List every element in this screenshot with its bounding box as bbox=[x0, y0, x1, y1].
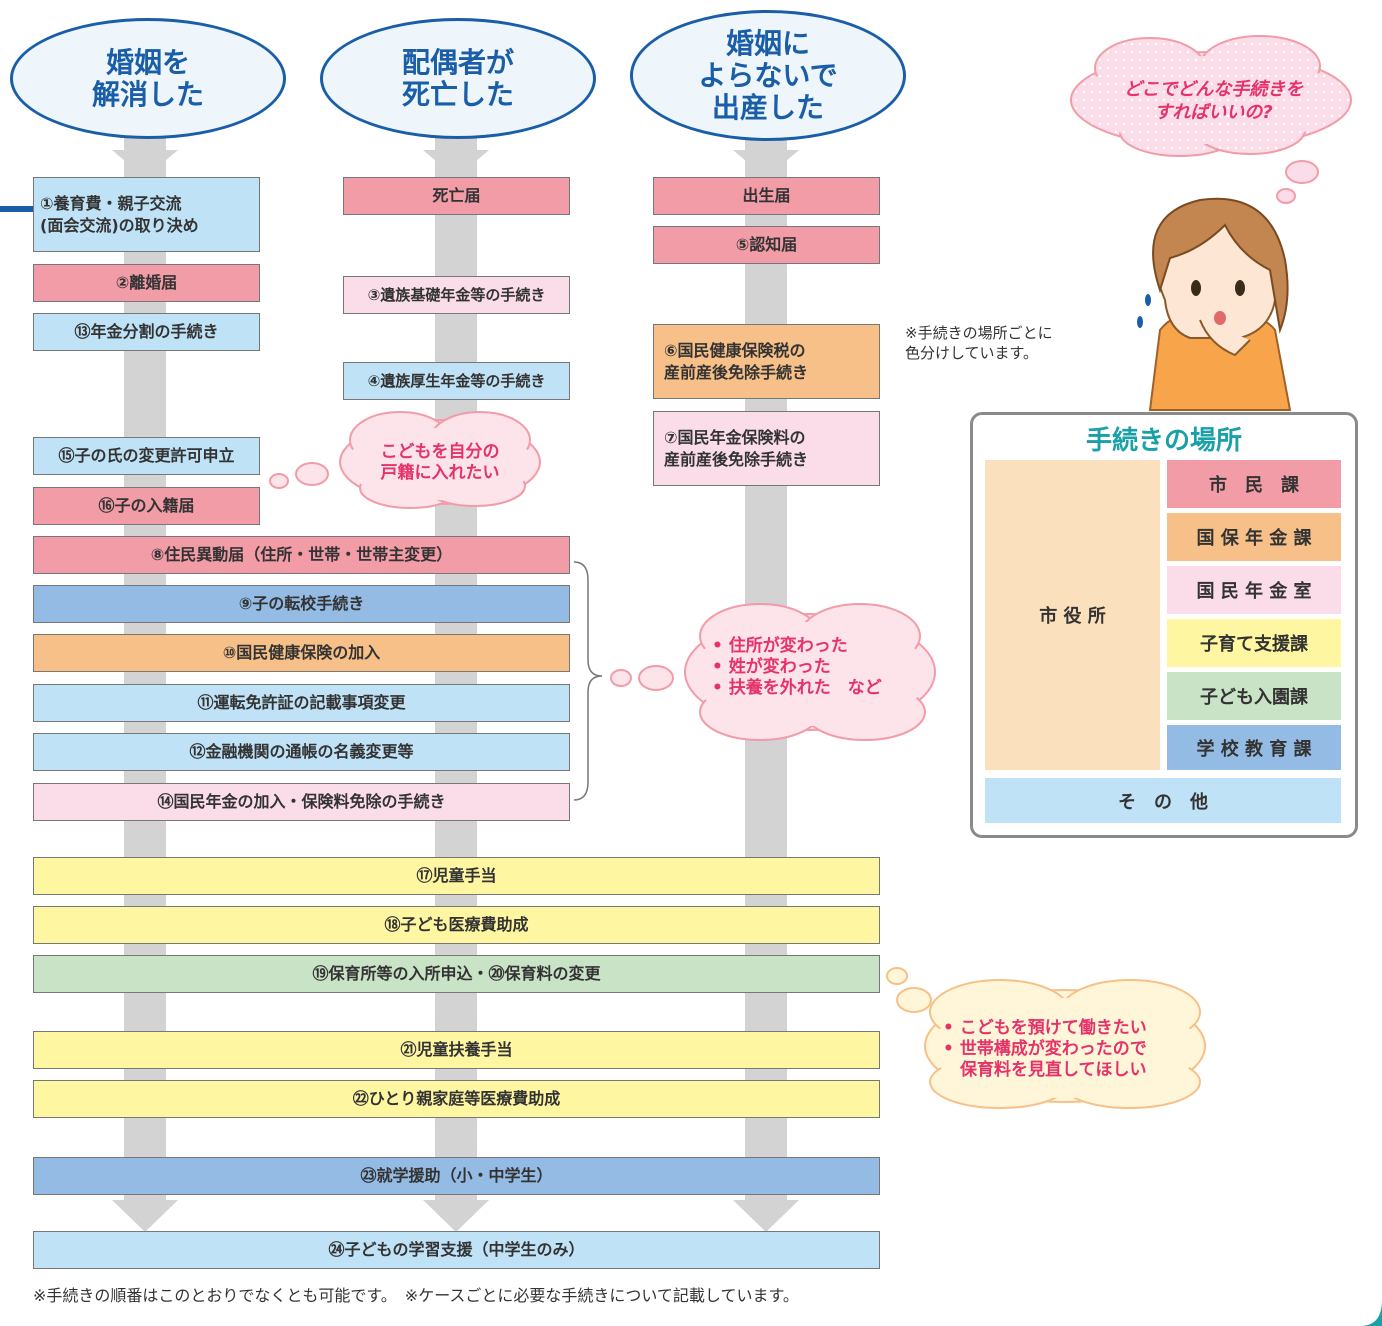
address-cloud bbox=[610, 603, 936, 741]
step-8-resident-move: ⑧住民異動届（住所・世帯・世帯主変更） bbox=[33, 536, 570, 574]
legend-shiminka: 市 民 課 bbox=[1167, 460, 1341, 508]
step-18-child-medical: ⑱子ども医療費助成 bbox=[33, 906, 880, 944]
step-3-survivor-basic-pension: ③遺族基礎年金等の手続き bbox=[343, 276, 570, 314]
legend-other: そ の 他 bbox=[985, 778, 1341, 823]
address-cloud-text: • 住所が変わった • 姓が変わった • 扶養を外れた など bbox=[712, 636, 882, 698]
step-4-survivor-welfare-pension: ④遺族厚生年金等の手続き bbox=[343, 362, 570, 400]
bracket bbox=[573, 561, 603, 801]
arrow-tip-1 bbox=[112, 1200, 178, 1232]
arrow-tip-2 bbox=[423, 1200, 489, 1232]
step-15-surname-change: ⑮子の氏の変更許可申立 bbox=[33, 437, 260, 475]
koseki-cloud-text: こどもを自分の 戸籍に入れたい bbox=[380, 442, 500, 483]
legend-nyuen: 子ども入園課 bbox=[1167, 672, 1341, 720]
step-21-child-rearing-allowance: ㉑児童扶養手当 bbox=[33, 1031, 880, 1069]
step-9-school-transfer: ⑨子の転校手続き bbox=[33, 585, 570, 623]
step-23-school-aid: ㉓就学援助（小・中学生） bbox=[33, 1157, 880, 1195]
legend-gakko: 学 校 教 育 課 bbox=[1167, 725, 1341, 770]
legend-city-hall: 市 役 所 bbox=[985, 460, 1160, 770]
step-7-pension-exemption: ⑦国民年金保険料の 産前産後免除手続き bbox=[653, 411, 880, 486]
header-birth-outside-marriage: 婚姻に よらないで 出産した bbox=[630, 10, 906, 141]
step-16-registry-entry: ⑯子の入籍届 bbox=[33, 487, 260, 525]
step-13-pension-split: ⑬年金分割の手続き bbox=[33, 313, 260, 351]
legend-nenkin: 国 民 年 金 室 bbox=[1167, 566, 1341, 614]
footer-note: ※手続きの順番はこのとおりでなくとも可能です。 ※ケースごとに必要な手続きについ… bbox=[33, 1286, 799, 1305]
step-14-national-pension: ⑭国民年金の加入・保険料免除の手続き bbox=[33, 783, 570, 821]
step-22-single-parent-medical: ㉒ひとり親家庭等医療費助成 bbox=[33, 1080, 880, 1118]
header-spouse-death: 配偶者が 死亡した bbox=[320, 18, 596, 139]
step-19-20-nursery: ⑲保育所等の入所申込・⑳保育料の変更 bbox=[33, 955, 880, 993]
arrow-top-3 bbox=[733, 150, 799, 178]
step-5-acknowledgment: ⑤認知届 bbox=[653, 226, 880, 264]
question-cloud bbox=[1070, 35, 1352, 204]
step-6-health-tax-exemption: ⑥国民健康保険税の 産前産後免除手続き bbox=[653, 324, 880, 399]
legend-kokuho: 国 保 年 金 課 bbox=[1167, 513, 1341, 561]
step-17-child-allowance: ⑰児童手当 bbox=[33, 857, 880, 895]
hoiku-cloud bbox=[886, 967, 1206, 1109]
step-24-learning-support: ㉔子どもの学習支援（中学生のみ） bbox=[33, 1231, 880, 1269]
legend-title: 手続きの場所 bbox=[1085, 426, 1242, 456]
death-notice: 死亡届 bbox=[343, 177, 570, 215]
side-tab bbox=[0, 206, 33, 212]
corner-decoration bbox=[1360, 1300, 1382, 1326]
step-2-divorce-notice: ②離婚届 bbox=[33, 264, 260, 302]
step-10-health-insurance: ⑩国民健康保険の加入 bbox=[33, 634, 570, 672]
arrow-tip-3 bbox=[733, 1200, 799, 1232]
question-cloud-text: どこでどんな手続きを すればいいの? bbox=[1123, 79, 1304, 123]
worried-woman-illustration bbox=[1137, 197, 1292, 411]
legend-kosodate: 子育て支援課 bbox=[1167, 619, 1341, 667]
arrow-top-1 bbox=[112, 150, 178, 178]
birth-notice: 出生届 bbox=[653, 177, 880, 215]
hoiku-cloud-text: • こどもを預けて働きたい • 世帯構成が変わったので 保育料を見直してほしい bbox=[943, 1018, 1147, 1080]
arrow-top-2 bbox=[423, 150, 489, 178]
step-1-child-support: ①養育費・親子交流 (面会交流)の取り決め bbox=[33, 177, 260, 252]
step-12-bank-account: ⑫金融機関の通帳の名義変更等 bbox=[33, 733, 570, 771]
header-divorce: 婚姻を 解消した bbox=[10, 18, 286, 139]
step-11-drivers-license: ⑪運転免許証の記載事項変更 bbox=[33, 684, 570, 722]
color-coding-note: ※手続きの場所ごとに 色分けしています。 bbox=[905, 324, 1053, 362]
koseki-cloud bbox=[269, 411, 541, 509]
